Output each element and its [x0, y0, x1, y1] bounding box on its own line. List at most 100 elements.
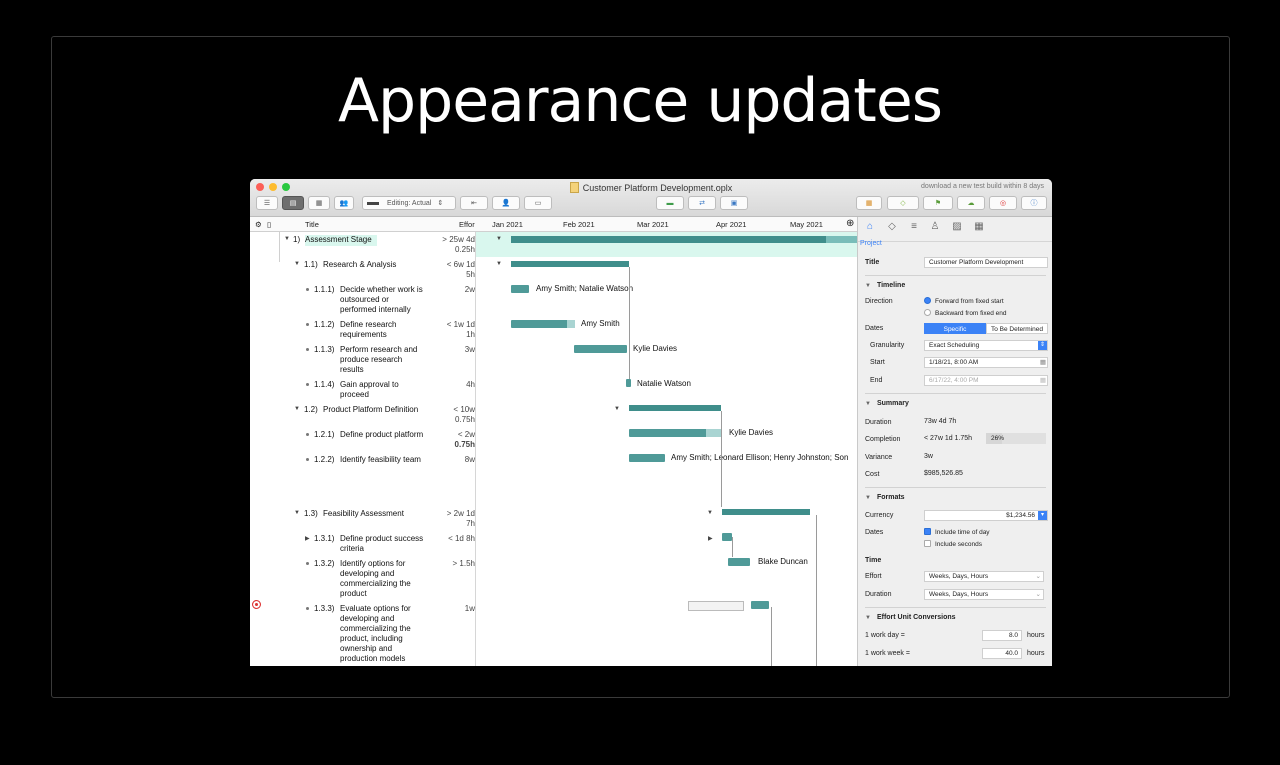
disclosure-triangle-icon[interactable]: ▼: [284, 236, 290, 242]
disclosure-triangle-right-icon[interactable]: ▶: [305, 536, 310, 542]
task-bar-1-3-2[interactable]: [728, 558, 750, 566]
tbd-segment[interactable]: To Be Determined: [986, 323, 1048, 334]
workweek-unit: hours: [1027, 650, 1045, 657]
task-bar-1-1-2[interactable]: [511, 320, 575, 328]
task-bar-1-3-3[interactable]: [751, 601, 769, 609]
disclosure-triangle-icon[interactable]: ▼: [496, 261, 502, 267]
summary-bar-1-1[interactable]: [511, 261, 629, 267]
disclosure-triangle-icon[interactable]: ▼: [614, 406, 620, 412]
summary-bar-1[interactable]: [511, 236, 857, 243]
style-tab-icon[interactable]: ▨: [952, 221, 962, 232]
disclosure-triangle-icon[interactable]: ▼: [294, 510, 300, 516]
currency-select[interactable]: $1,234.56▾: [924, 510, 1048, 521]
calendar-button[interactable]: ▦: [856, 196, 882, 210]
gantt-view-button[interactable]: ▤: [282, 196, 304, 210]
workweek-field[interactable]: 40.0: [982, 648, 1022, 659]
formats-section[interactable]: ▼Formats: [865, 494, 905, 501]
task-label: Natalie Watson: [637, 379, 691, 388]
granularity-select[interactable]: Exact Scheduling⇕: [924, 340, 1048, 351]
dependencies-tab-icon[interactable]: ≡: [911, 221, 917, 232]
project-title-field[interactable]: Customer Platform Development: [924, 257, 1048, 268]
resources-view-button[interactable]: 👥: [334, 196, 354, 210]
start-date-field[interactable]: 1/18/21, 8:00 AM▦: [924, 357, 1048, 368]
summary-bar-1-2[interactable]: [629, 405, 721, 411]
calendar-icon: ▦: [1039, 359, 1046, 366]
end-label: End: [870, 377, 883, 384]
editing-mode-select[interactable]: Editing: Actual ⇕: [362, 196, 456, 210]
resource-tab-icon[interactable]: ♙: [930, 221, 940, 232]
include-seconds-checkbox[interactable]: Include seconds: [924, 540, 982, 548]
minimize-button[interactable]: [269, 183, 277, 191]
zoom-in-icon[interactable]: ⊕: [846, 218, 855, 229]
disclosure-triangle-icon[interactable]: ▼: [294, 261, 300, 267]
catch-up-button[interactable]: ▬: [656, 196, 684, 210]
flag-button[interactable]: ⚑: [923, 196, 953, 210]
catch-up-icon: ▬: [666, 199, 674, 207]
document-icon: [569, 182, 579, 193]
specific-segment[interactable]: Specific: [924, 323, 986, 334]
build-note[interactable]: download a new test build within 8 days: [921, 183, 1044, 190]
end-date-field[interactable]: 6/17/22, 4:00 PM▦: [924, 375, 1048, 386]
task-label: Blake Duncan: [758, 557, 808, 566]
calendar-icon: ▦: [1039, 377, 1046, 384]
bullet-icon: [306, 458, 309, 461]
chevron-down-icon: ⌄: [1035, 573, 1041, 580]
backward-radio[interactable]: Backward from fixed end: [924, 309, 1007, 317]
outline-view-button[interactable]: ☰: [256, 196, 278, 210]
disclosure-triangle-right-icon[interactable]: ▶: [708, 536, 713, 542]
variance-value: 3w: [924, 453, 933, 460]
disclosure-triangle-icon[interactable]: ▼: [294, 406, 300, 412]
slide-title: Appearance updates: [337, 66, 943, 136]
violation-button[interactable]: ◎: [989, 196, 1017, 210]
editing-mode-label: Editing: Actual: [387, 199, 432, 207]
add-resource-button[interactable]: 👤: [492, 196, 520, 210]
timeline-section[interactable]: ▼Timeline: [865, 282, 906, 289]
duration-value: 73w 4d 7h: [924, 418, 957, 425]
task-bar-1-1-4[interactable]: [626, 379, 631, 387]
person-icon: 👤: [501, 200, 511, 207]
month-apr: Apr 2021: [716, 220, 747, 229]
document-title: Customer Platform Development.oplx: [582, 183, 733, 193]
milestone-button[interactable]: ◇: [887, 196, 919, 210]
task-tab-icon[interactable]: ◇: [888, 221, 896, 232]
outdent-button[interactable]: ⇤: [460, 196, 488, 210]
note-icon[interactable]: ▯: [267, 220, 272, 229]
duration-format-select[interactable]: Weeks, Days, Hours⌄: [924, 589, 1044, 600]
violation-lifebuoy-icon[interactable]: [252, 600, 261, 609]
forward-radio[interactable]: Forward from fixed start: [924, 297, 1004, 305]
task-label: Kylie Davies: [729, 428, 774, 437]
workday-label: 1 work day =: [865, 632, 905, 639]
cloud-button[interactable]: ☁: [957, 196, 985, 210]
effort-unit-conversions-section[interactable]: ▼Effort Unit Conversions: [865, 614, 956, 621]
bullet-icon: [306, 607, 309, 610]
close-button[interactable]: [256, 183, 264, 191]
task-bar-1-1-3[interactable]: [574, 345, 627, 353]
info-button[interactable]: ⓘ: [1021, 196, 1047, 210]
task-bar-1-2-1[interactable]: [629, 429, 722, 437]
disclosure-triangle-icon[interactable]: ▼: [496, 236, 502, 242]
effort-column-header[interactable]: Effor: [459, 220, 475, 229]
task-bar-1-3-1[interactable]: [722, 533, 732, 541]
zoom-button[interactable]: [282, 183, 290, 191]
task-bar-1-1-1[interactable]: [511, 285, 529, 293]
table-tab-icon[interactable]: ▦: [974, 221, 984, 232]
workday-unit: hours: [1027, 632, 1045, 639]
dates-segmented-control[interactable]: Specific To Be Determined: [924, 323, 1048, 334]
task-bar-1-2-2[interactable]: [629, 454, 665, 462]
app-window: Customer Platform Development.oplx downl…: [250, 179, 1052, 666]
title-column-header[interactable]: Title: [305, 220, 319, 229]
attachment-icon[interactable]: ⚙: [255, 220, 262, 229]
summary-section[interactable]: ▼Summary: [865, 400, 909, 407]
network-view-button[interactable]: ▦: [308, 196, 330, 210]
level-button[interactable]: ⇄: [688, 196, 716, 210]
disclosure-triangle-icon[interactable]: ▼: [707, 510, 713, 516]
effort-format-select[interactable]: Weeks, Days, Hours⌄: [924, 571, 1044, 582]
workday-field[interactable]: 8.0: [982, 630, 1022, 641]
bullet-icon: [306, 562, 309, 565]
reschedule-button[interactable]: ▣: [720, 196, 748, 210]
summary-bar-1-3[interactable]: [722, 509, 810, 515]
include-time-checkbox[interactable]: Include time of day: [924, 528, 990, 536]
group-button[interactable]: ▭: [524, 196, 552, 210]
project-tab-icon[interactable]: ⌂: [866, 221, 874, 232]
currency-label: Currency: [865, 512, 894, 519]
